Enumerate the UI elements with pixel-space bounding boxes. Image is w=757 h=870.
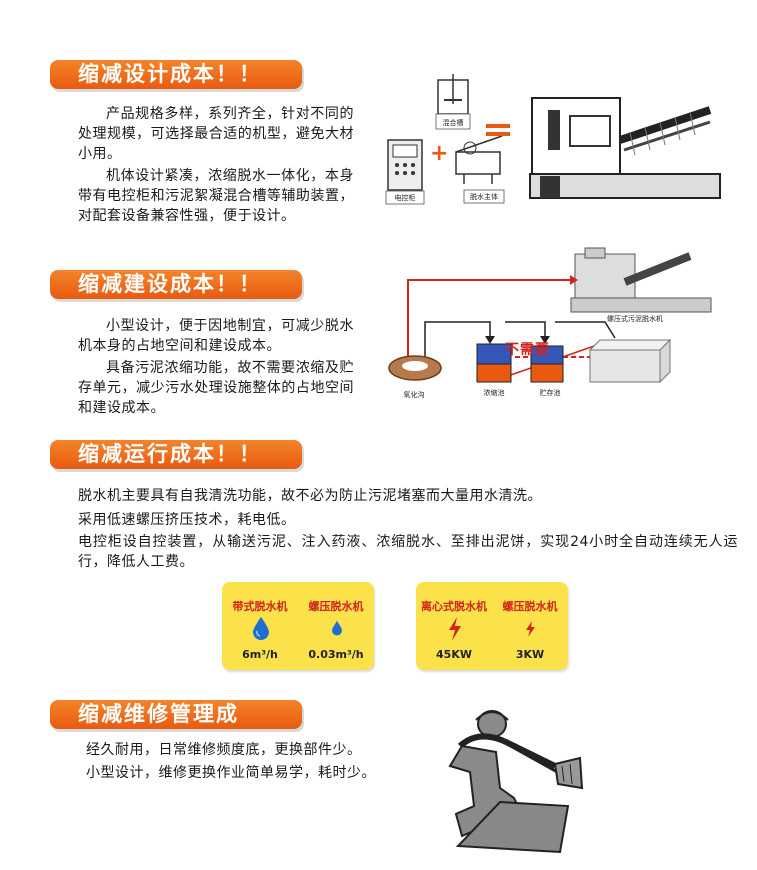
section-title-design-cost: 缩减设计成本！！ [50, 60, 302, 89]
label-not-needed: 不需要 [505, 342, 550, 358]
power-usage-panel: 离心式脱水机 螺压脱水机 45KW 3KW [416, 582, 568, 670]
water-drop-icon [253, 617, 269, 640]
section-title-construction-cost: 缩减建设成本！！ [50, 270, 302, 299]
label-mix-tank: 混合槽 [442, 119, 464, 127]
operating-line-2: 采用低速螺压挤压技术，耗电低。 [78, 512, 296, 528]
oxidation-ditch-illustration [388, 355, 442, 381]
label-screw-press-machine: 螺压式污泥脱水机 [607, 315, 663, 323]
operating-line-3: 电控柜设自控装置，从输送污泥、注入药液、浓缩脱水、至排出泥饼，实现24小时全自动… [78, 534, 738, 570]
platform-box-illustration [588, 338, 672, 384]
water-left-title: 带式脱水机 [232, 600, 288, 613]
lightning-icon [526, 621, 535, 637]
power-left-title: 离心式脱水机 [421, 600, 487, 613]
equals-icon [486, 124, 510, 136]
operating-line-1: 脱水机主要具有自我清洗功能，故不必为防止污泥堵塞而大量用水清洗。 [78, 488, 542, 504]
main-body-illustration [455, 135, 505, 204]
storage-tank-illustration [530, 345, 564, 383]
maintenance-line-2: 小型设计，维修更换作业简单易学，耗时少。 [86, 765, 376, 781]
thickening-tank-illustration [476, 343, 512, 383]
design-paragraph-2: 机体设计紧凑，浓缩脱水一体化，本身带有电控柜和污泥絮凝混合槽等辅助装置，对配套设… [78, 168, 354, 224]
construction-diagram [388, 247, 712, 384]
maintenance-line-1: 经久耐用，日常维修频度底，更换部件少。 [86, 742, 362, 758]
water-usage-panel: 带式脱水机 螺压脱水机 6m³/h 0.03m³/h [222, 582, 374, 670]
water-right-title: 螺压脱水机 [308, 600, 364, 613]
water-left-value: 6m³/h [242, 648, 278, 661]
section-title-operating-cost: 缩减运行成本！！ [50, 440, 302, 469]
arrow-icon [485, 336, 495, 344]
water-drop-icon [332, 621, 342, 636]
label-main-body: 脱水主体 [470, 193, 498, 201]
construction-paragraph-1: 小型设计，便于因地制宜，可减少脱水机本身的占地空间和建设成本。 [78, 318, 354, 354]
construction-paragraph-2: 具备污泥浓缩功能，故不需要浓缩及贮存单元，减少污水处理设施整体的占地空间和建设成… [78, 360, 354, 416]
worker-shovel-illustration [448, 710, 584, 854]
label-thickening-tank: 浓缩池 [483, 389, 505, 397]
lightning-icon [449, 617, 461, 641]
mix-tank-illustration [435, 74, 471, 130]
section-title-maintenance-cost: 缩减维修管理成本！！ [50, 700, 302, 755]
label-oxidation-ditch: 氧化沟 [403, 391, 425, 399]
screw-press-machine-illustration [570, 247, 712, 313]
design-diagram: + [385, 74, 721, 205]
label-control-cabinet: 电控柜 [394, 194, 416, 202]
control-cabinet-illustration [385, 139, 425, 205]
design-paragraph-1: 产品规格多样，系列齐全，针对不同的处理规模，可选择最合适的机型，避免大材小用。 [78, 106, 354, 162]
power-right-value: 3KW [515, 648, 545, 661]
power-right-title: 螺压脱水机 [502, 600, 558, 613]
dewatering-machine-illustration [529, 97, 721, 199]
power-left-value: 45KW [436, 648, 472, 661]
label-storage-tank: 贮存池 [539, 389, 561, 397]
plus-icon: + [430, 141, 448, 166]
water-right-value: 0.03m³/h [308, 648, 364, 661]
